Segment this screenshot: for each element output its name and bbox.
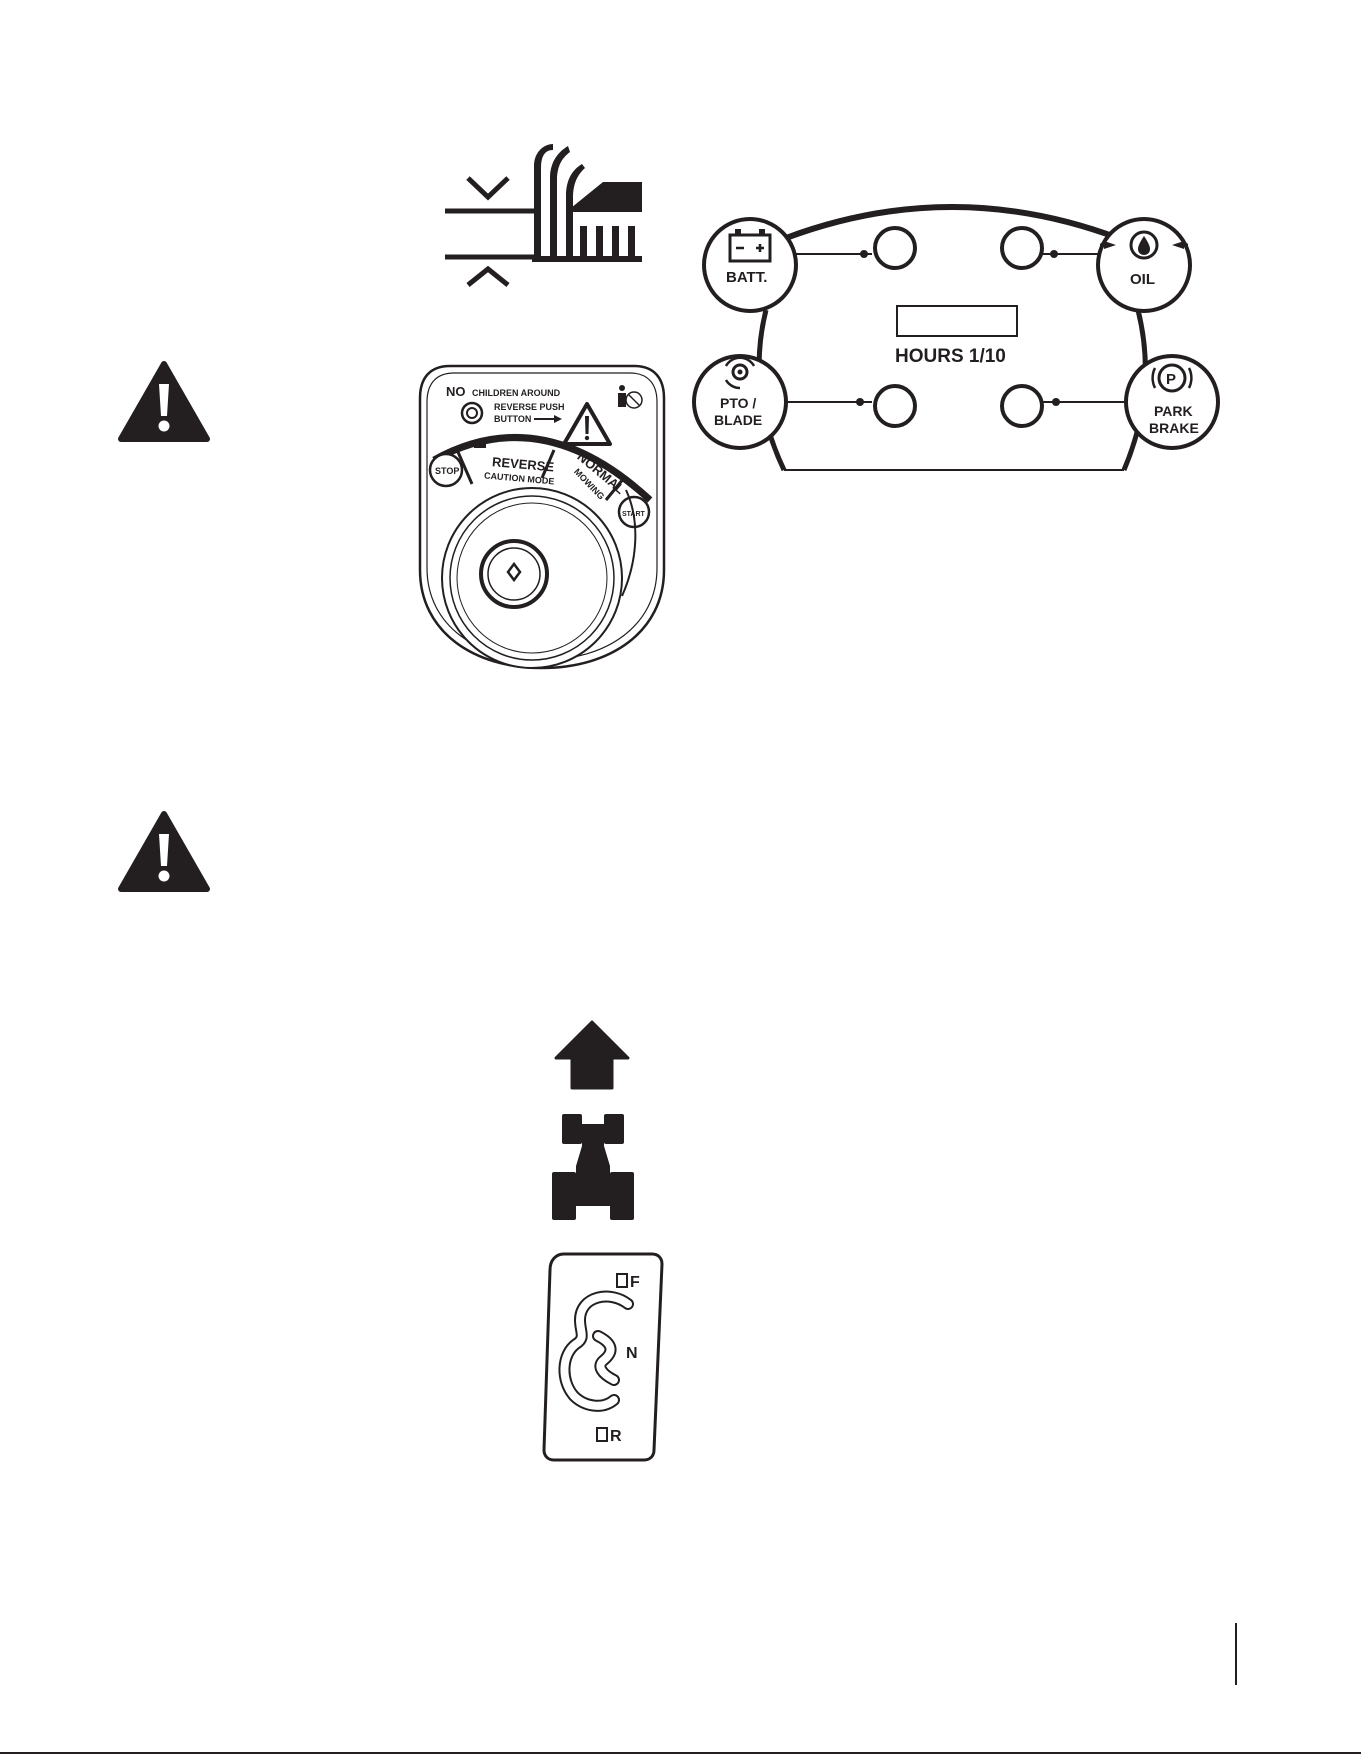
svg-text:BRAKE: BRAKE — [1149, 420, 1199, 436]
svg-text:STOP: STOP — [435, 466, 459, 476]
button-label: BUTTON — [494, 414, 531, 424]
svg-text:PTO /: PTO / — [720, 395, 756, 411]
hour-meter-display — [897, 306, 1017, 336]
ignition-switch-decal: NO CHILDREN AROUND REVERSE PUSH BUTTON S… — [414, 360, 670, 674]
no-label: NO — [446, 384, 466, 399]
stop-icon: STOP — [430, 454, 462, 486]
tractor-icon — [550, 1110, 636, 1222]
svg-text:R: R — [610, 1428, 622, 1445]
svg-text:BATT.: BATT. — [726, 269, 767, 286]
instrument-panel: BATT. OIL HOURS 1/10 PTO / BLADE P PARK — [690, 190, 1230, 482]
forward-arrow-icon — [552, 1018, 632, 1090]
svg-text:OIL: OIL — [1130, 271, 1155, 288]
park-brake-indicator: P PARK BRAKE — [1126, 356, 1218, 448]
pto-blade-indicator: PTO / BLADE — [694, 356, 786, 448]
svg-text:F: F — [630, 1274, 640, 1291]
svg-text:PARK: PARK — [1154, 403, 1193, 419]
svg-text:BLADE: BLADE — [714, 412, 762, 428]
warning-triangle-icon — [118, 360, 210, 442]
shift-gate-decal: F N R — [540, 1250, 666, 1464]
oil-light — [1002, 228, 1042, 268]
svg-text:P: P — [1166, 371, 1176, 388]
park-brake-light — [1002, 386, 1042, 426]
hours-label: HOURS 1/10 — [895, 346, 1006, 367]
warning-triangle-icon — [118, 810, 210, 892]
children-around-label: CHILDREN AROUND — [472, 388, 561, 398]
oil-indicator: OIL — [1098, 219, 1190, 311]
reverse-push-label: REVERSE PUSH — [494, 402, 565, 412]
neutral-marker: N — [626, 1345, 638, 1362]
pto-light — [875, 386, 915, 426]
cutting-height-icon — [440, 138, 650, 298]
key-slot — [481, 541, 547, 607]
page-bottom-rule — [0, 1752, 1361, 1754]
battery-light — [875, 228, 915, 268]
battery-indicator: BATT. — [704, 219, 796, 311]
margin-rule — [1235, 1623, 1237, 1685]
